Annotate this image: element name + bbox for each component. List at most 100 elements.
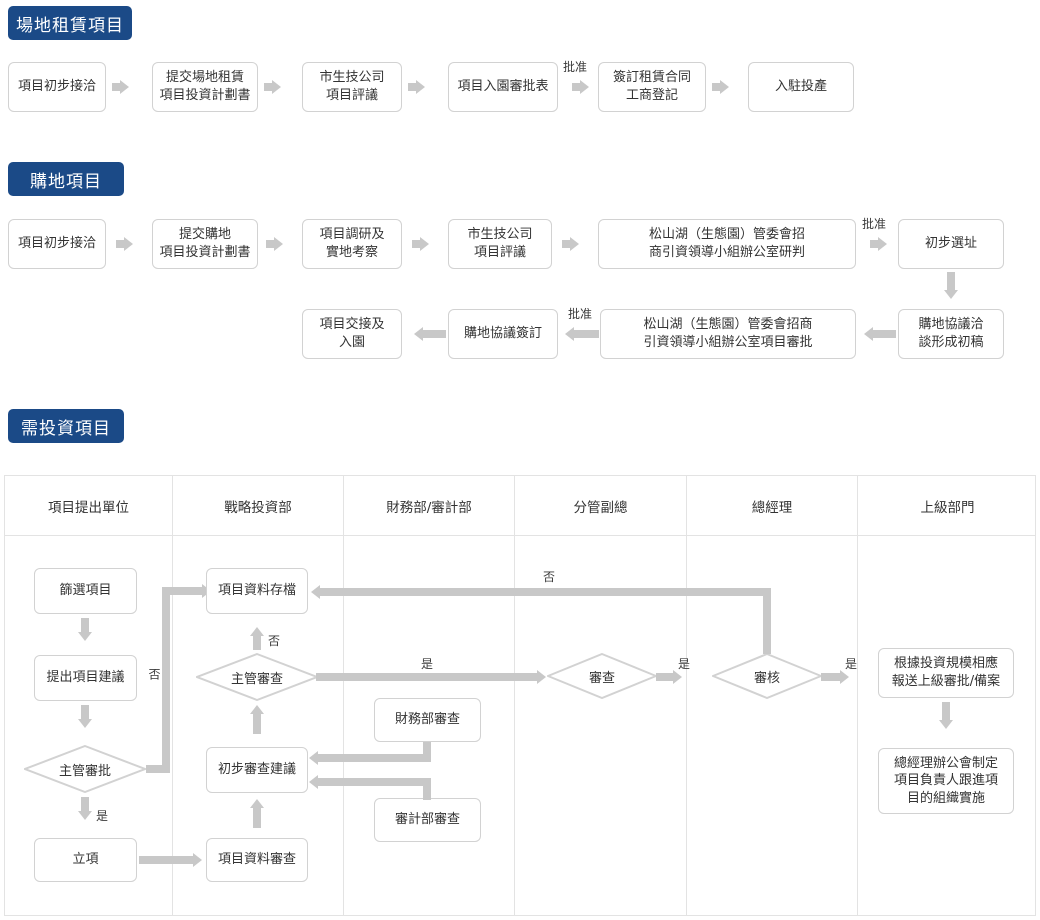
flow-box-land-r2-2[interactable]: 購地協議簽訂 (448, 309, 558, 359)
flow-box-land-r1-6[interactable]: 初步選址 (898, 219, 1004, 269)
arrow-icon-right (840, 670, 849, 684)
decision-label: 主管審批 (58, 763, 111, 779)
flow-box-land-r2-1[interactable]: 項目交接及 入園 (302, 309, 402, 359)
arrow-shaft (318, 778, 431, 786)
swimlane-table: 項目提出單位 戰略投資部 財務部/審計部 分管副總 總經理 上級部門 (4, 475, 1036, 916)
decision-label: 審查 (588, 670, 615, 686)
arrow-shaft (253, 806, 261, 828)
edge-label-no-3: 否 (543, 570, 556, 584)
arrow-icon-right (673, 670, 682, 684)
edge-label-approve-2: 批准 (862, 217, 887, 231)
lane-separator (172, 476, 173, 915)
node-establish-project[interactable]: 立項 (34, 838, 137, 882)
arrow-shaft (266, 240, 276, 248)
lane-separator (857, 476, 858, 915)
arrow-icon-left (309, 775, 318, 789)
arrow-shaft (112, 83, 122, 91)
node-audit-review[interactable]: 審計部審查 (374, 798, 481, 842)
edge-label-approve-3: 批准 (568, 307, 593, 321)
arrow-shaft (942, 702, 950, 722)
arrow-icon-right (580, 80, 589, 94)
arrow-shaft (162, 587, 170, 769)
edge-label-yes-3: 是 (678, 657, 691, 671)
arrow-icon-right (720, 80, 729, 94)
decision-label: 審核 (753, 670, 780, 686)
arrow-shaft (320, 588, 767, 596)
flow-box-land-r1-1[interactable]: 項目初步接洽 (8, 219, 106, 269)
arrow-icon-down (78, 632, 92, 641)
node-archive-data[interactable]: 項目資料存檔 (206, 568, 308, 614)
arrow-shaft (821, 673, 841, 681)
decision-label: 主管審查 (230, 671, 283, 687)
edge-label-yes-2: 是 (421, 657, 434, 671)
arrow-icon-right (124, 237, 133, 251)
arrow-shaft (562, 240, 572, 248)
edge-label-yes-1: 是 (96, 809, 109, 823)
arrow-shaft (316, 673, 538, 681)
arrow-shaft (253, 634, 261, 650)
section-badge-site-lease: 場地租賃項目 (8, 6, 132, 40)
flow-box-site-lease-6[interactable]: 入駐投產 (748, 62, 854, 112)
node-prelim-review[interactable]: 初步審查建議 (206, 747, 308, 793)
arrow-shaft (116, 240, 126, 248)
arrow-shaft (408, 83, 418, 91)
flow-box-land-r2-3[interactable]: 松山湖（生態園）管委會招商 引資領導小組辦公室項目審批 (600, 309, 856, 359)
flow-box-land-r1-2[interactable]: 提交購地 項目投資計劃書 (152, 219, 258, 269)
node-screen-project[interactable]: 篩選項目 (34, 568, 137, 614)
arrow-icon-left (864, 327, 873, 341)
arrow-shaft (139, 856, 194, 864)
flow-box-site-lease-2[interactable]: 提交場地租賃 項目投資計劃書 (152, 62, 258, 112)
arrow-icon-left (414, 327, 423, 341)
arrow-icon-right (570, 237, 579, 251)
flow-box-site-lease-1[interactable]: 項目初步接洽 (8, 62, 106, 112)
decision-manager-review[interactable]: 主管審查 (196, 653, 318, 701)
lane-separator (514, 476, 515, 915)
arrow-shaft (81, 618, 89, 634)
arrow-shaft (712, 83, 722, 91)
arrow-shaft (318, 754, 431, 762)
node-propose-project[interactable]: 提出項目建議 (34, 655, 137, 701)
diamond-shape-icon (196, 653, 318, 701)
section-badge-land-purchase: 購地項目 (8, 162, 124, 196)
arrow-shaft (146, 765, 170, 773)
arrow-shaft (573, 330, 599, 338)
lane-title-project-unit: 項目提出單位 (48, 500, 129, 516)
flow-box-land-r1-4[interactable]: 市生技公司 項目評議 (448, 219, 552, 269)
arrow-shaft (412, 240, 422, 248)
arrow-shaft (423, 778, 431, 800)
flow-box-site-lease-3[interactable]: 市生技公司 項目評議 (302, 62, 402, 112)
flow-box-land-r2-4[interactable]: 購地協議洽 談形成初稿 (898, 309, 1004, 359)
arrow-icon-left (311, 585, 320, 599)
lane-title-vp: 分管副總 (573, 500, 628, 516)
edge-label-approve-1: 批准 (563, 60, 588, 74)
arrow-shaft (81, 705, 89, 721)
arrow-icon-right (272, 80, 281, 94)
flow-box-land-r1-5[interactable]: 松山湖（生態園）管委會招 商引資領導小組辦公室研判 (598, 219, 856, 269)
arrow-shaft (422, 330, 446, 338)
flow-box-site-lease-5[interactable]: 簽訂租賃合同 工商登記 (598, 62, 706, 112)
arrow-shaft (763, 588, 771, 654)
arrow-icon-up (250, 799, 264, 808)
node-gm-office[interactable]: 總經理辦公會制定 項目負責人跟進項 目的組織實施 (878, 748, 1014, 814)
arrow-shaft (947, 272, 955, 292)
node-report-upper[interactable]: 根據投資規模相應 報送上級審批/備案 (878, 648, 1014, 698)
node-finance-review[interactable]: 財務部審查 (374, 698, 481, 742)
decision-gm-review[interactable]: 審核 (712, 653, 822, 699)
arrow-shaft (264, 83, 274, 91)
flow-box-land-r1-3[interactable]: 項目調研及 實地考察 (302, 219, 402, 269)
arrow-shaft (872, 330, 896, 338)
arrow-shaft (423, 742, 431, 762)
flow-box-site-lease-4[interactable]: 項目入園審批表 (448, 62, 558, 112)
arrow-icon-left (565, 327, 574, 341)
arrow-shaft (81, 797, 89, 813)
decision-vp-review[interactable]: 審查 (547, 653, 657, 699)
edge-label-no-1: 否 (147, 668, 161, 680)
decision-manager-approve[interactable]: 主管審批 (24, 745, 146, 793)
arrow-icon-down (78, 719, 92, 728)
node-data-review[interactable]: 項目資料審查 (206, 838, 308, 882)
arrow-shaft (572, 83, 582, 91)
arrow-icon-right (193, 853, 202, 867)
arrow-shaft (162, 587, 204, 595)
diamond-shape-icon (712, 653, 822, 699)
